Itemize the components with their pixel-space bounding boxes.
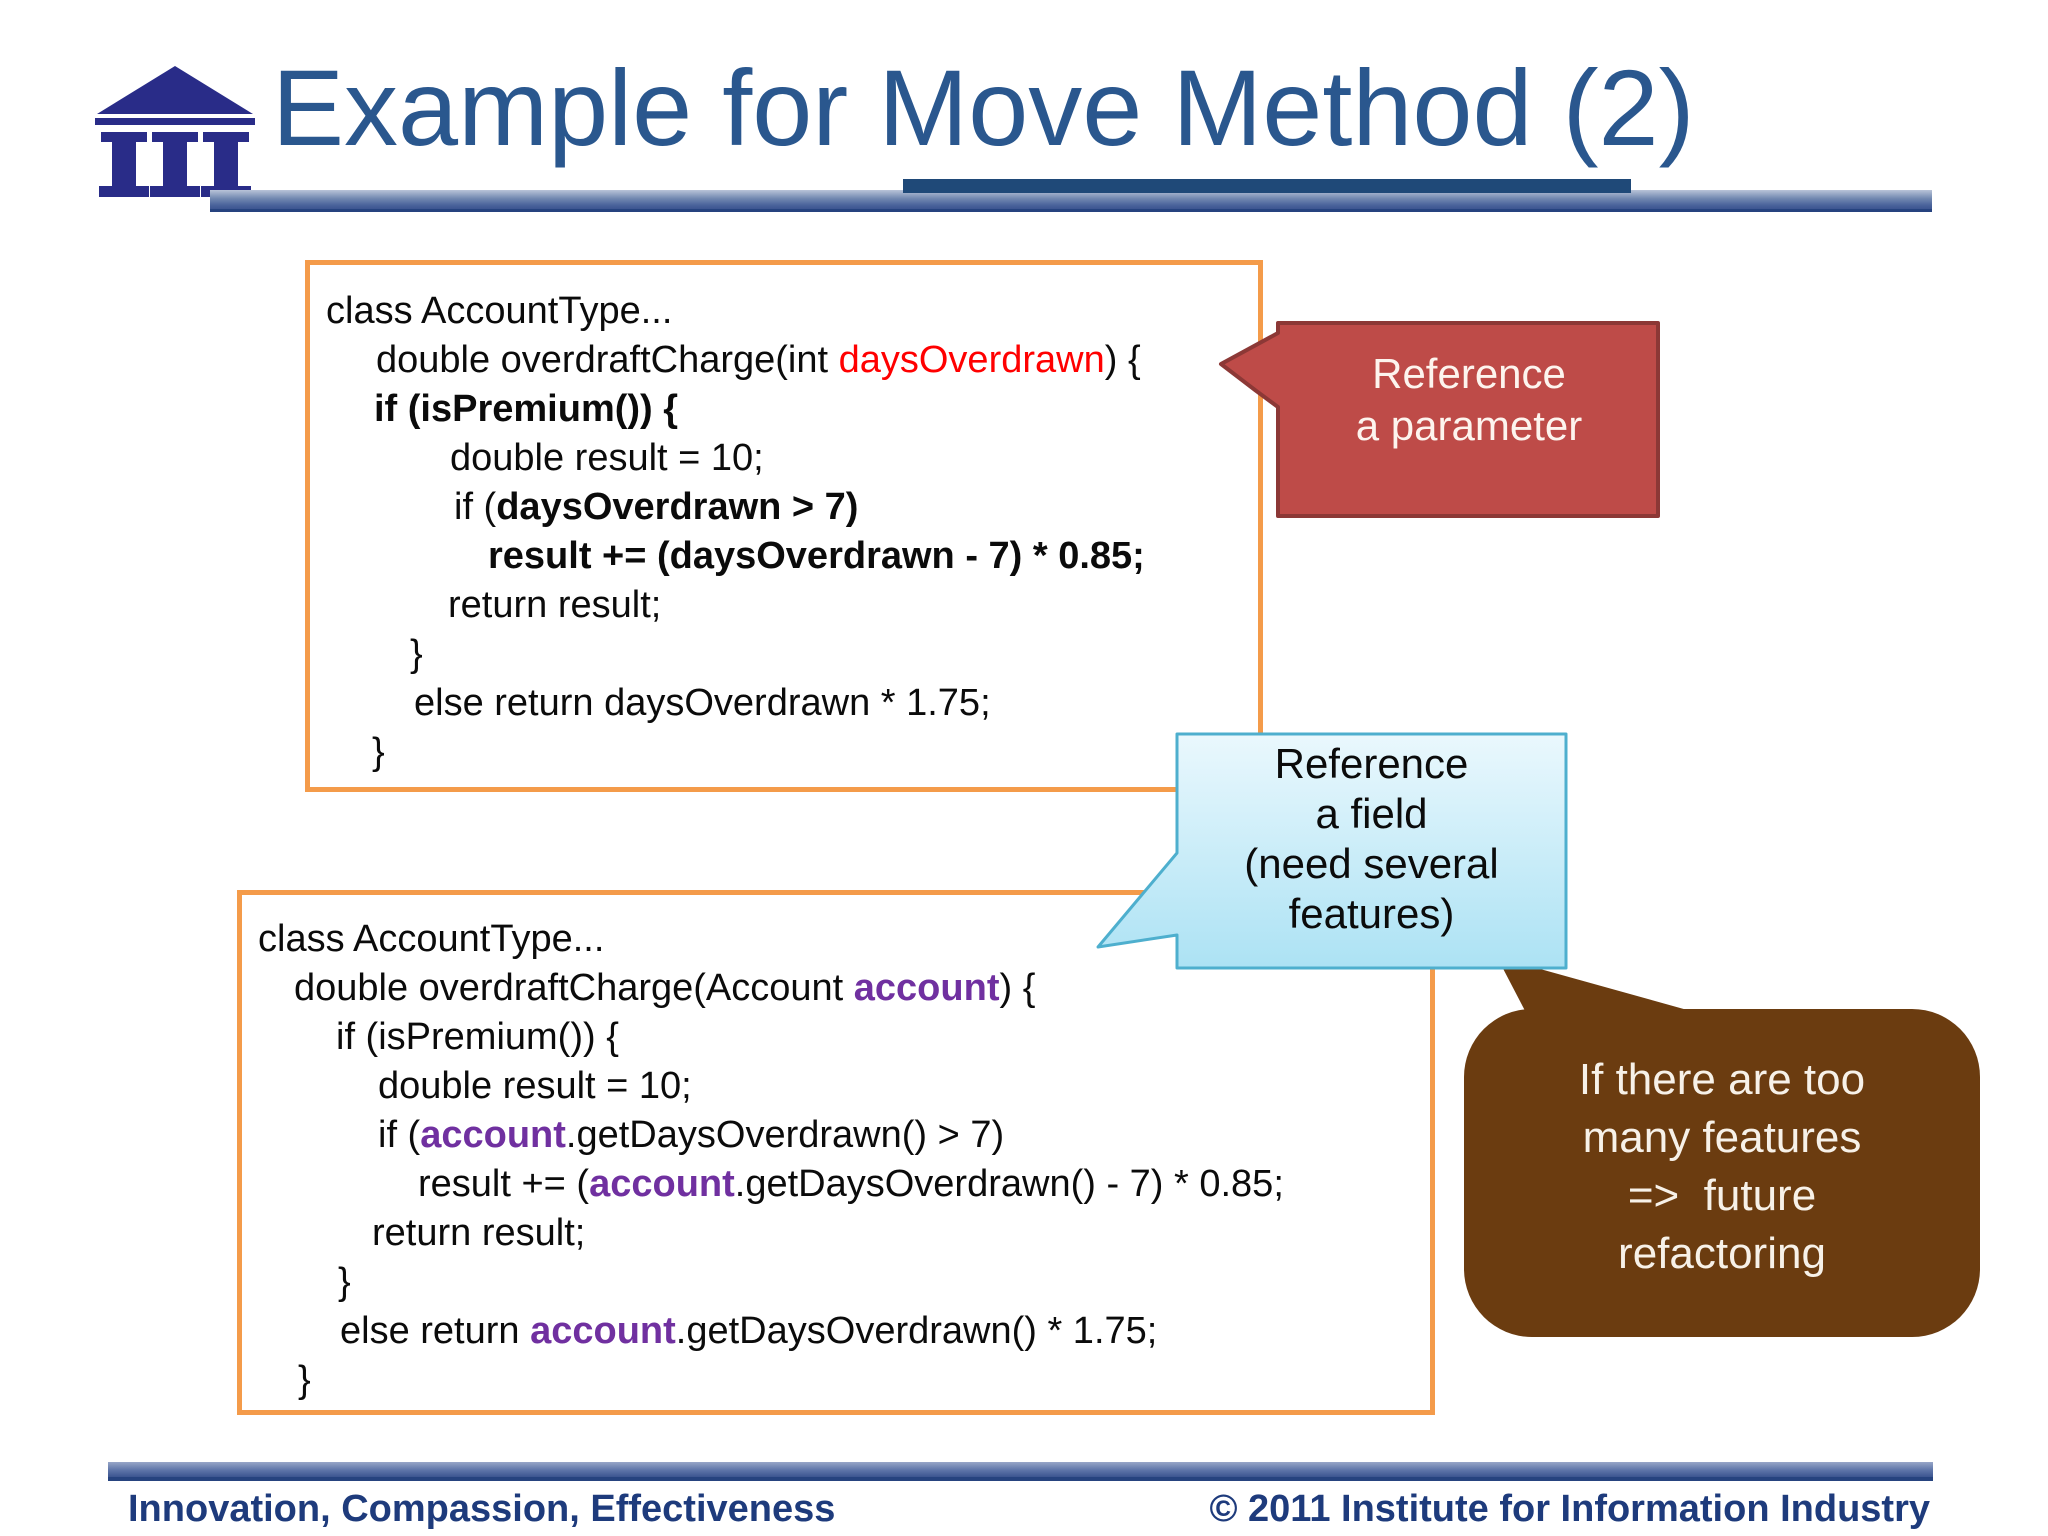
code-line: result += (account.getDaysOverdrawn() - …	[242, 1160, 1430, 1209]
callout-line: a field	[1315, 790, 1428, 837]
code-segment: if (	[454, 486, 497, 528]
code-line: else return account.getDaysOverdrawn() *…	[242, 1307, 1430, 1356]
code-segment: if (isPremium()) {	[374, 388, 679, 430]
code-segment: class AccountType...	[326, 290, 673, 332]
code-line: }	[242, 1258, 1430, 1307]
title-underline-accent	[903, 179, 1631, 193]
code-segment: account	[589, 1163, 735, 1205]
footer-copyright: © 2011 Institute for Information Industr…	[1209, 1488, 1930, 1530]
code-segment: account	[853, 967, 1000, 1009]
callout-reference-field: Reference a field (need several features…	[1075, 725, 1580, 970]
code-line: }	[310, 728, 1258, 777]
code-line: result += (daysOverdrawn - 7) * 0.85;	[310, 532, 1258, 581]
code-segment: account	[420, 1114, 566, 1156]
code-line: double overdraftCharge(Account account) …	[242, 964, 1430, 1013]
code-line: double overdraftCharge(int daysOverdrawn…	[310, 336, 1258, 385]
code-segment: double overdraftCharge(Account	[294, 967, 854, 1009]
code-segment: class AccountType...	[258, 918, 605, 960]
callout-line: => future	[1627, 1171, 1817, 1220]
callout-text: Reference a field (need several features…	[1177, 739, 1566, 939]
code-segment: double overdraftCharge(int	[376, 339, 839, 381]
footer-divider-bar	[108, 1462, 1933, 1481]
callout-line: (need several	[1244, 840, 1499, 887]
code-line: else return daysOverdrawn * 1.75;	[310, 679, 1258, 728]
page-title: Example for Move Method (2)	[272, 47, 1695, 168]
code-segment: else return daysOverdrawn * 1.75;	[414, 682, 991, 724]
callout-line: Reference	[1274, 740, 1469, 787]
code-line: return result;	[310, 581, 1258, 630]
callout-line: refactoring	[1618, 1229, 1826, 1278]
code-line: double result = 10;	[310, 434, 1258, 483]
code-line: if (isPremium()) {	[242, 1013, 1430, 1062]
callout-line: features)	[1288, 890, 1455, 937]
code-segment: daysOverdrawn	[838, 339, 1105, 381]
code-segment: ) {	[1104, 339, 1141, 381]
code-line: double result = 10;	[242, 1062, 1430, 1111]
code-line: class AccountType...	[310, 287, 1258, 336]
callout-text: Reference a parameter	[1278, 348, 1660, 452]
callout-text: If there are too many features => future…	[1464, 1051, 1980, 1283]
callout-reference-parameter: Reference a parameter	[1205, 310, 1675, 530]
code-segment: .getDaysOverdrawn() * 1.75;	[675, 1310, 1158, 1352]
code-segment: return result;	[372, 1212, 586, 1254]
code-segment: if (	[378, 1114, 421, 1156]
code-segment: daysOverdrawn > 7)	[496, 486, 859, 528]
code-line: return result;	[242, 1209, 1430, 1258]
code-segment: }	[410, 633, 423, 675]
title-underline-bar	[210, 190, 1932, 212]
institute-logo-icon	[95, 66, 255, 197]
code-segment: double result = 10;	[378, 1065, 692, 1107]
code-line: }	[310, 630, 1258, 679]
callout-line: If there are too	[1578, 1055, 1866, 1104]
code-line: }	[242, 1356, 1430, 1405]
callout-line: Reference	[1372, 350, 1566, 397]
code-segment: return result;	[448, 584, 662, 626]
code-box-before: class AccountType...double overdraftChar…	[305, 260, 1263, 792]
code-line: if (isPremium()) {	[310, 385, 1258, 434]
code-segment: }	[298, 1359, 311, 1401]
code-segment: double result = 10;	[450, 437, 764, 479]
callout-future-refactoring: If there are too many features => future…	[1430, 935, 2000, 1350]
code-segment: if (isPremium()) {	[336, 1016, 619, 1058]
code-line: class AccountType...	[242, 915, 1430, 964]
footer-motto: Innovation, Compassion, Effectiveness	[128, 1488, 836, 1530]
callout-line: many features	[1582, 1113, 1862, 1162]
code-segment: .getDaysOverdrawn() - 7) * 0.85;	[734, 1163, 1284, 1205]
code-line: if (daysOverdrawn > 7)	[310, 483, 1258, 532]
code-segment: }	[372, 731, 385, 773]
code-segment: .getDaysOverdrawn() > 7)	[565, 1114, 1005, 1156]
code-segment: result += (daysOverdrawn - 7) * 0.85;	[488, 535, 1145, 577]
code-segment: account	[530, 1310, 676, 1352]
code-segment: ) {	[999, 967, 1036, 1009]
code-segment: result += (	[418, 1163, 590, 1205]
code-segment: }	[338, 1261, 351, 1303]
code-line: if (account.getDaysOverdrawn() > 7)	[242, 1111, 1430, 1160]
code-segment: else return	[340, 1310, 531, 1352]
code-box-after: class AccountType...double overdraftChar…	[237, 890, 1435, 1415]
callout-line: a parameter	[1355, 402, 1583, 449]
